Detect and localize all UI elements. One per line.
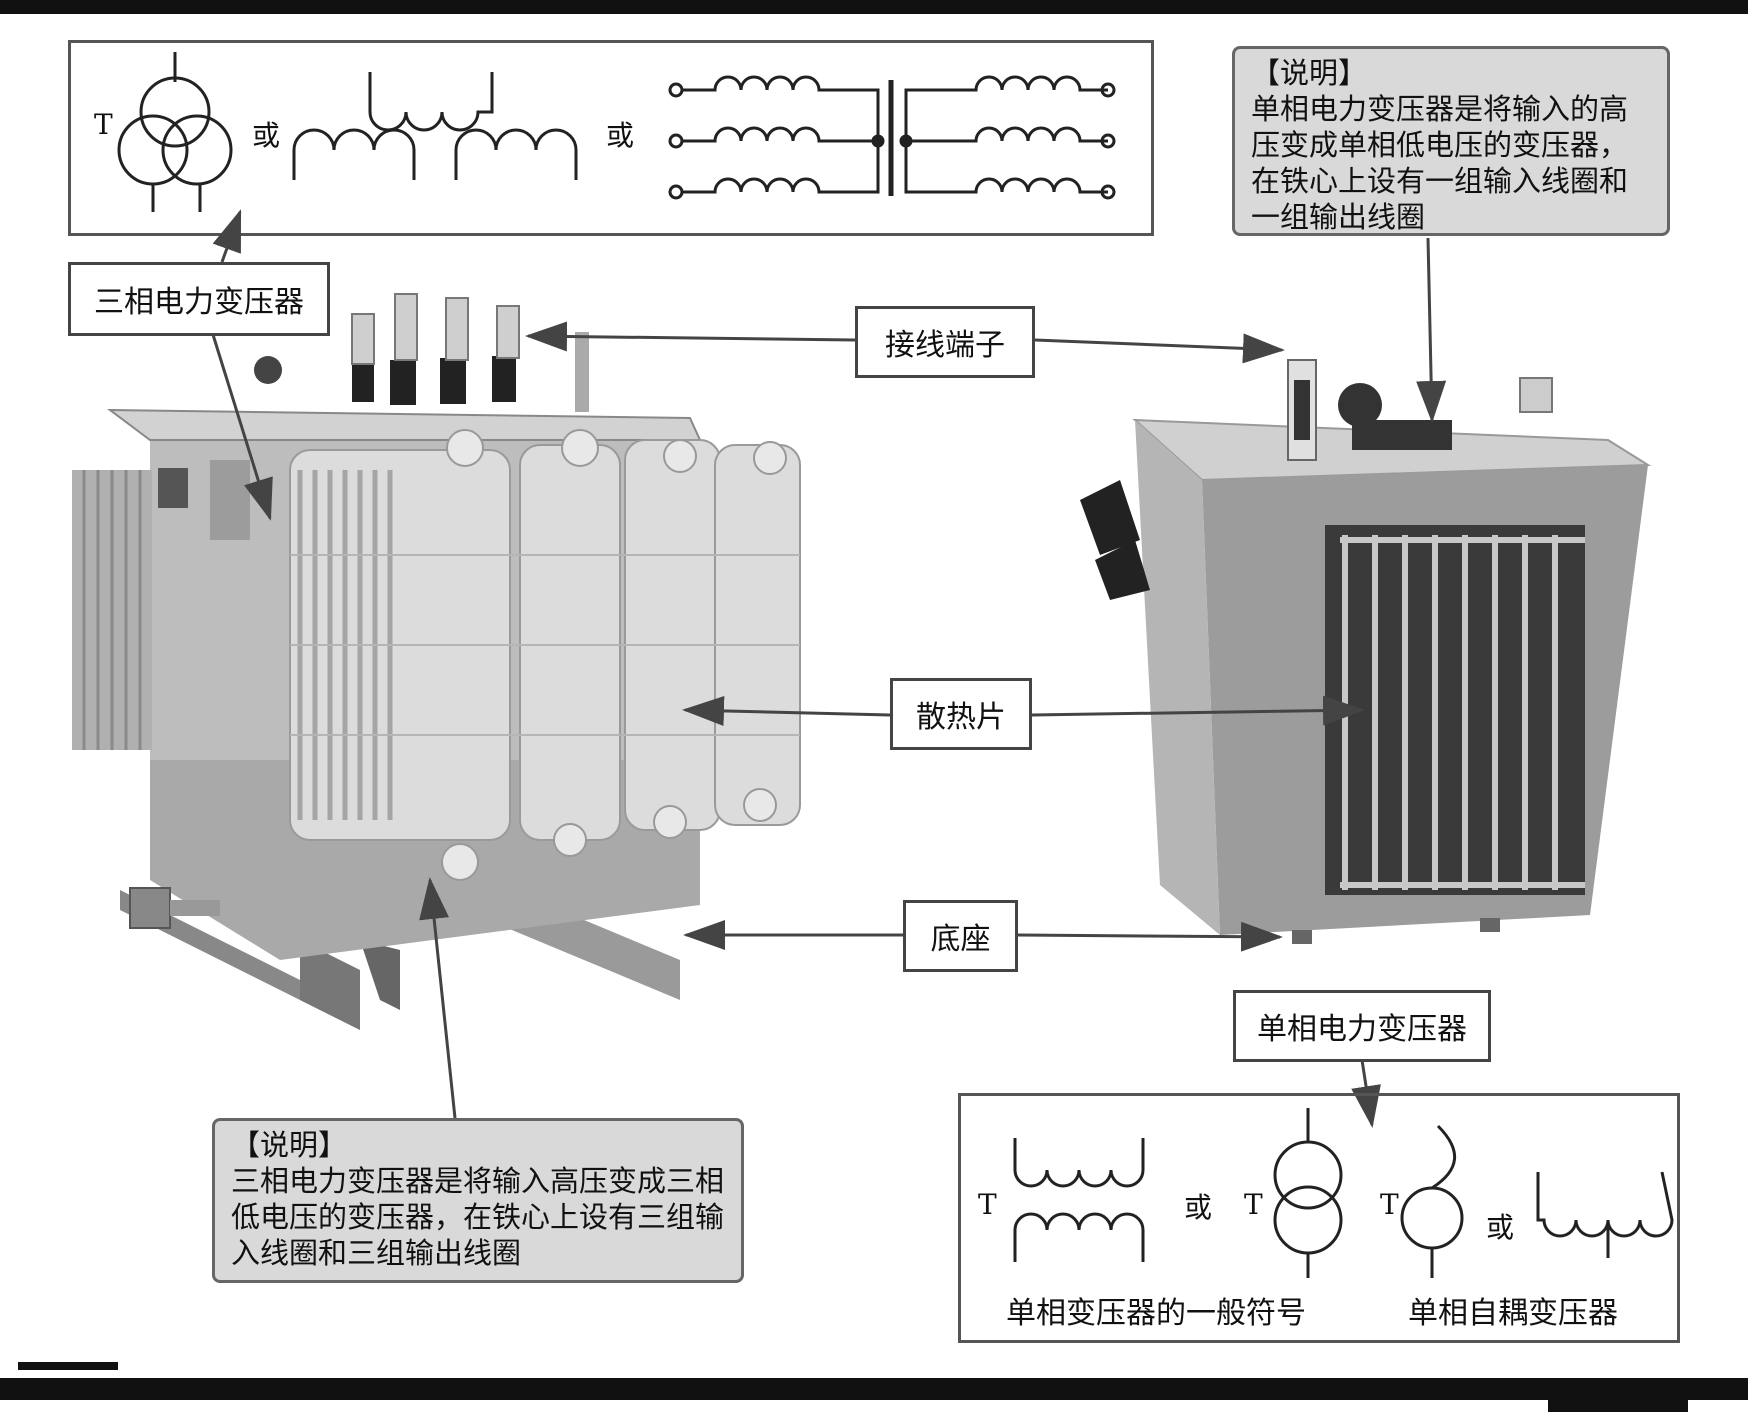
base-label: 底座: [903, 900, 1018, 972]
three-phase-label: 三相电力变压器: [68, 262, 330, 336]
single-phase-label: 单相电力变压器: [1233, 990, 1491, 1062]
single-phase-or-2: 或: [1486, 1206, 1514, 1246]
single-phase-note: 【说明】 单相电力变压器是将输入的高压变成单相低电压的变压器，在铁心上设有一组输…: [1232, 46, 1670, 236]
single-phase-or-1: 或: [1184, 1186, 1212, 1226]
caption-general-symbol: 单相变压器的一般符号: [1006, 1288, 1306, 1332]
three-phase-coil-symbol: [294, 72, 576, 180]
single-phase-symbol-t2: T: [1244, 1188, 1263, 1221]
three-phase-winding-schematic: [670, 77, 1114, 198]
three-phase-transformer-illustration: [72, 294, 800, 1030]
terminal-label: 接线端子: [855, 306, 1035, 378]
three-phase-note-body: 三相电力变压器是将输入高压变成三相低电压的变压器，在铁心上设有三组输入线圈和三组…: [231, 1163, 725, 1271]
three-phase-circle-symbol: [119, 52, 231, 212]
single-phase-note-body: 单相电力变压器是将输入的高压变成单相低电压的变压器，在铁心上设有一组输入线圈和一…: [1251, 91, 1651, 235]
single-phase-note-title: 【说明】: [1251, 55, 1651, 91]
single-phase-symbol-t3: T: [1380, 1188, 1399, 1221]
three-phase-note-title: 【说明】: [231, 1127, 725, 1163]
single-phase-transformer-illustration: [1080, 360, 1648, 944]
single-phase-symbol-t1: T: [978, 1188, 997, 1221]
caption-autotransformer: 单相自耦变压器: [1408, 1288, 1618, 1332]
radiator-label: 散热片: [890, 678, 1032, 750]
three-phase-note: 【说明】 三相电力变压器是将输入高压变成三相低电压的变压器，在铁心上设有三组输入…: [212, 1118, 744, 1283]
